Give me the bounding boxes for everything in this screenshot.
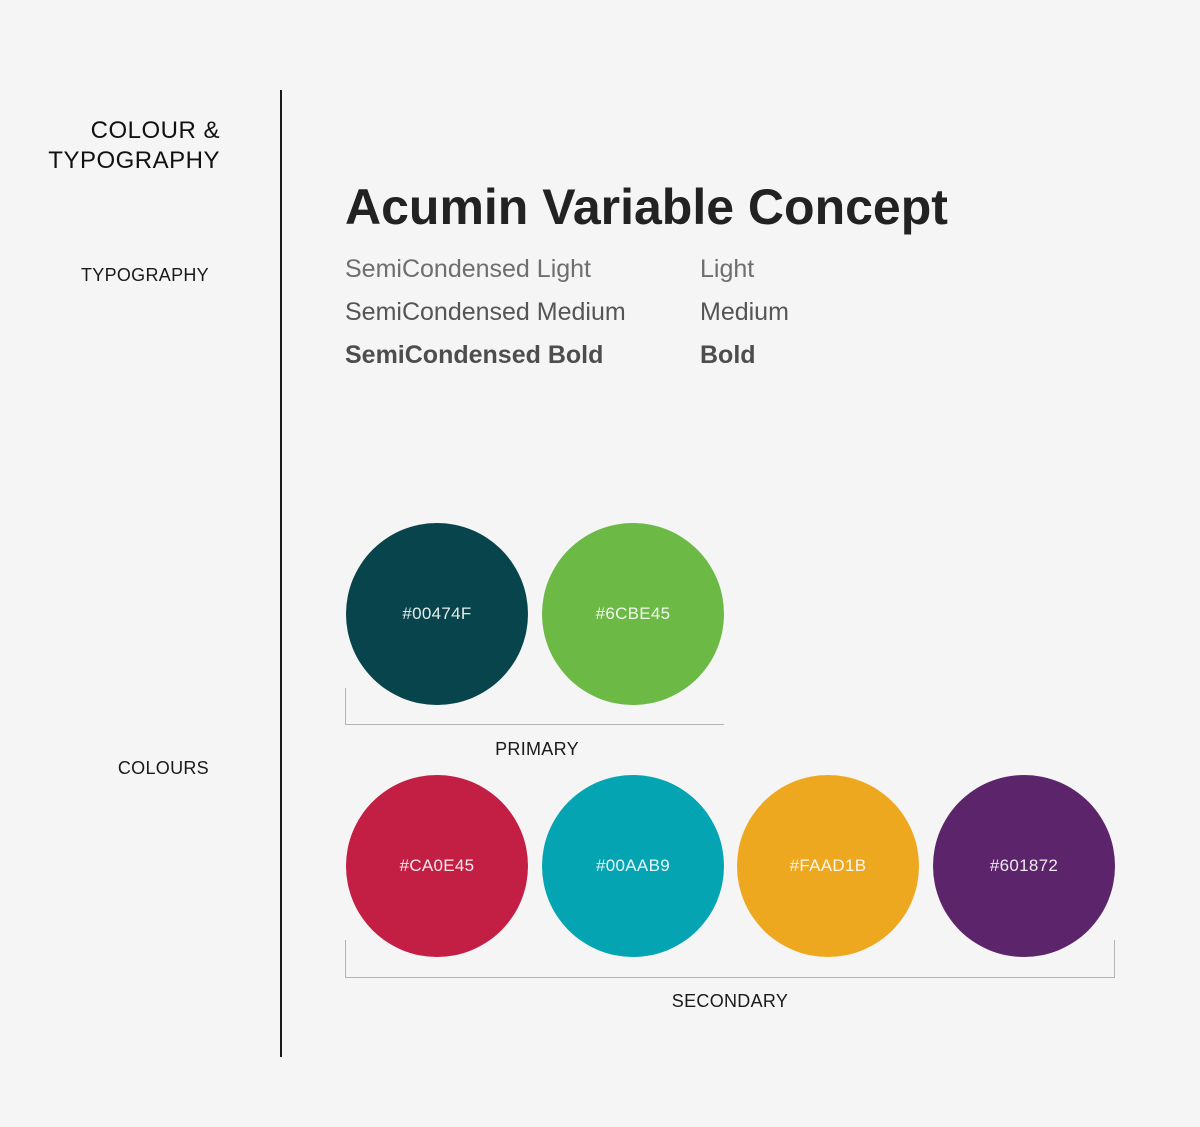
color-swatch-secondary-2: #00AAB9 xyxy=(542,775,724,957)
secondary-label: SECONDARY xyxy=(671,991,789,1011)
weight-medium: Medium xyxy=(700,298,789,326)
hex-code: #601872 xyxy=(989,856,1059,875)
hex-code: #00AAB9 xyxy=(596,856,670,875)
hex-code: #00474F xyxy=(402,604,472,623)
weight-semicondensed-medium: SemiCondensed Medium xyxy=(345,298,626,326)
weight-semicondensed-light: SemiCondensed Light xyxy=(345,255,591,283)
section-title-line-1: COLOUR & xyxy=(90,117,220,144)
hex-code: #CA0E45 xyxy=(399,856,475,875)
section-title: COLOUR & TYPOGRAPHY xyxy=(20,116,220,176)
vertical-divider xyxy=(280,90,282,1057)
weight-semicondensed-bold: SemiCondensed Bold xyxy=(345,341,604,369)
color-swatch-primary-1: #00474F xyxy=(346,523,528,705)
color-swatch-secondary-1: #CA0E45 xyxy=(346,775,528,957)
primary-bracket xyxy=(345,688,724,725)
color-swatch-secondary-3: #FAAD1B xyxy=(737,775,919,957)
secondary-bracket xyxy=(345,940,1115,978)
color-swatch-secondary-4: #601872 xyxy=(933,775,1115,957)
section-title-line-2: TYPOGRAPHY xyxy=(48,147,220,174)
typography-label: TYPOGRAPHY xyxy=(80,265,209,285)
primary-label: PRIMARY xyxy=(495,739,579,759)
font-name: Acumin Variable Concept xyxy=(345,179,948,235)
hex-code: #6CBE45 xyxy=(595,604,671,623)
hex-code: #FAAD1B xyxy=(789,856,867,875)
colours-label: COLOURS xyxy=(117,758,209,778)
weight-light: Light xyxy=(700,255,755,283)
weight-bold: Bold xyxy=(700,341,756,369)
color-swatch-primary-2: #6CBE45 xyxy=(542,523,724,705)
